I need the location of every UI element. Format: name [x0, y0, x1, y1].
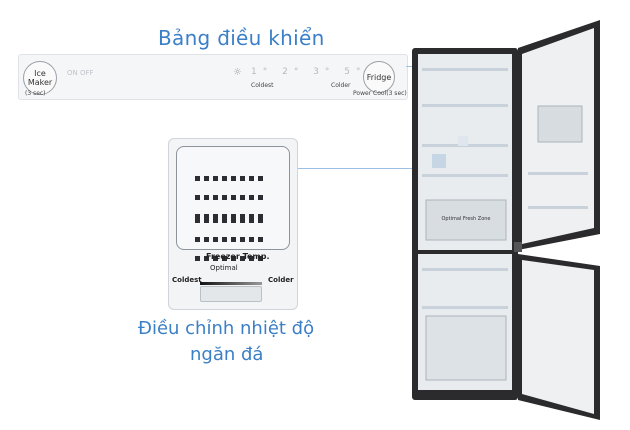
optimal-label: Optimal: [210, 264, 238, 272]
drawer-label: Optimal Fresh Zone: [442, 216, 491, 222]
fridge-button-label: Fridge: [366, 72, 392, 82]
caption-line-1: Điều chỉnh nhiệt độ: [138, 318, 315, 339]
refrigerator-image: Optimal Fresh Zone: [412, 20, 600, 420]
vent-grid-bottom: [193, 209, 265, 266]
control-panel: Ice Maker (3 sec) ON OFF ☼ 1° 2° 3° 5° 7…: [18, 54, 408, 100]
caption-line-2: ngăn đá: [190, 344, 264, 365]
freezer-vent-panel: [176, 146, 290, 261]
power-cool-icon: ☼: [233, 67, 242, 78]
dial-coldest-label: Coldest: [172, 276, 202, 284]
ice-maker-button[interactable]: Ice Maker: [23, 61, 57, 95]
fridge-colder-label: Colder: [331, 82, 351, 89]
ice-maker-sub: (3 sec): [25, 90, 46, 97]
dial-colder-label: Colder: [268, 276, 294, 284]
dial-connector-line: [298, 168, 428, 169]
fridge-coldest-label: Coldest: [251, 82, 274, 89]
ice-maker-label: Ice Maker: [27, 69, 53, 87]
freezer-temp-label: Freezer Temp.: [206, 252, 270, 261]
freezer-temp-slider[interactable]: [200, 286, 262, 302]
freezer-dial-closeup: Freezer Temp. Optimal Coldest Colder: [168, 138, 298, 310]
fridge-temp-scale: 1° 2° 3° 5° 7°: [251, 67, 398, 77]
temp-gradient-bar: [200, 282, 262, 285]
vent-grid-top: [193, 167, 265, 224]
panel-faint-indicator: ON OFF: [67, 69, 94, 77]
power-cool-label: Power Cool(3 sec): [353, 90, 407, 97]
control-panel-title: Bảng điều khiển: [158, 26, 325, 50]
fridge-button[interactable]: Fridge: [363, 61, 395, 93]
